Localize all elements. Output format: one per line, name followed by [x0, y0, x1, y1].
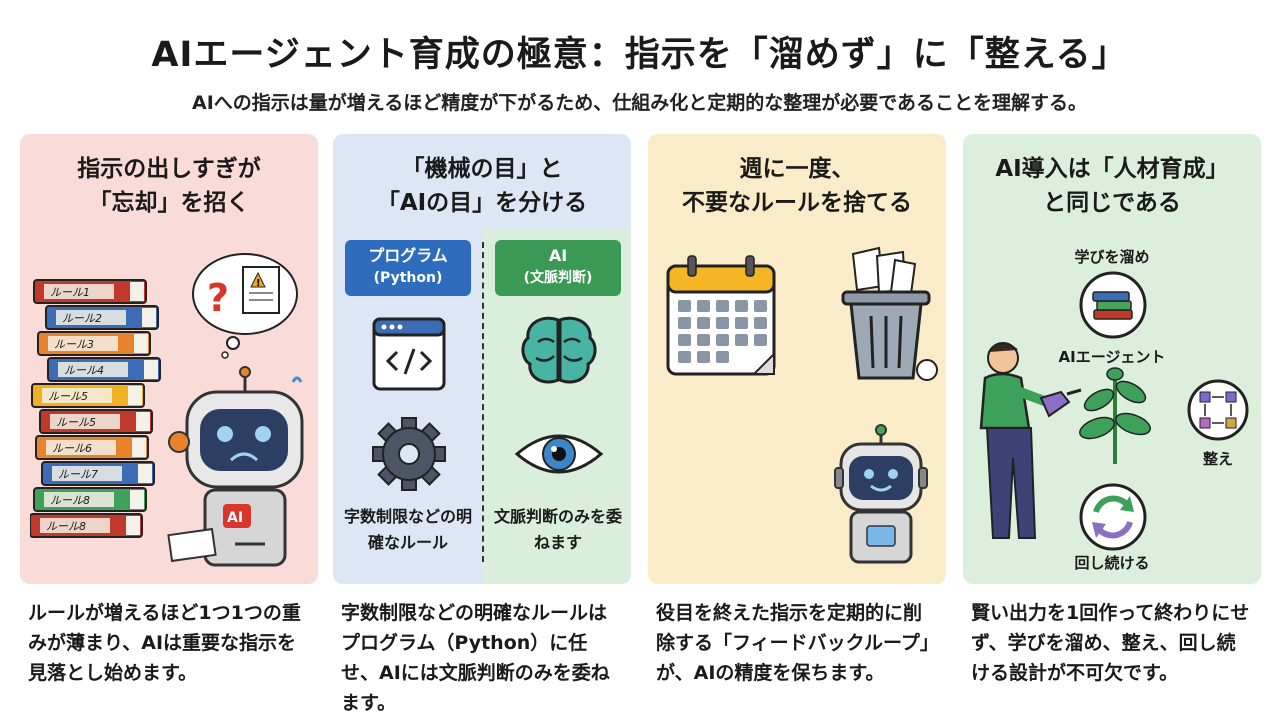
- divider: [482, 242, 484, 562]
- book-label: ルール8: [46, 520, 86, 533]
- label-ai-agent: AIエージェント: [1058, 348, 1166, 366]
- book-label: ルール6: [52, 442, 92, 455]
- description-forgetting: ルールが増えるほど1つ1つの重みが薄まり、AIは重要な指示を見落とし始めます。: [28, 602, 301, 684]
- book: ルール1: [33, 279, 147, 304]
- program-note: 字数制限などの明確なルール: [343, 507, 472, 552]
- panel-title-line1: AI導入は「人材育成」: [995, 156, 1229, 182]
- book: ルール7: [41, 461, 155, 486]
- books-circle-icon: [1079, 271, 1147, 339]
- program-tag-label: プログラム: [368, 246, 448, 265]
- trash-can-icon: [841, 246, 938, 381]
- organize-circle-icon: [1187, 379, 1249, 441]
- book-label: ルール4: [64, 364, 104, 377]
- book-label: ルール1: [50, 286, 90, 299]
- book: ルール5: [39, 409, 153, 434]
- gear-icon: [372, 417, 446, 491]
- panel-separate-eyes: 「機械の目」と 「AIの目」を分ける プログラム (Python) AI (文脈…: [333, 134, 631, 584]
- eye-icon: [514, 434, 604, 474]
- panel-discard-rules: 週に一度、 不要なルールを捨てる: [648, 134, 946, 584]
- robot-badge: AI: [227, 510, 243, 526]
- panel-title-line1: 週に一度、: [739, 156, 855, 182]
- book: ルール3: [37, 331, 151, 356]
- page-title: AIエージェント育成の極意：指示を「溜めず」に「整える」: [151, 35, 1128, 75]
- book: ルール8: [33, 487, 147, 512]
- description-talent-development: 賢い出力を1回作って終わりにせず、学びを溜め、整え、回し続ける設計が不可欠です。: [971, 602, 1250, 684]
- book-label: ルール8: [50, 494, 90, 507]
- panel-title-line1: 指示の出しすぎが: [77, 156, 261, 182]
- program-tag: プログラム (Python): [345, 240, 471, 296]
- ai-note: 文脈判断のみを委ねます: [493, 507, 622, 552]
- panel-title-line2: 「忘却」を招く: [88, 190, 250, 216]
- happy-robot-icon: [834, 424, 928, 564]
- book: ルール2: [45, 305, 159, 330]
- brain-icon: [521, 316, 597, 384]
- label-organize: 整え: [1202, 450, 1233, 468]
- svg-text:!: !: [256, 278, 261, 289]
- book: ルール4: [47, 357, 161, 382]
- book-label: ルール5: [56, 416, 96, 429]
- plant-icon: [1079, 367, 1151, 465]
- panel-title-line2: 「AIの目」を分ける: [376, 190, 588, 216]
- book-label: ルール3: [54, 338, 94, 351]
- ai-tag-sublabel: (文脈判断): [523, 270, 593, 286]
- person-watering-icon: [979, 342, 1082, 539]
- panel-title-line2: と同じである: [1043, 190, 1181, 216]
- panel-title: 週に一度、 不要なルールを捨てる: [648, 152, 946, 220]
- panel-title: AI導入は「人材育成」 と同じである: [963, 152, 1261, 220]
- cycle-icon: [1079, 483, 1147, 551]
- panel-title-line2: 不要なルールを捨てる: [682, 190, 912, 216]
- book: ルール5: [31, 383, 145, 408]
- label-keep-cycling: 回し続ける: [1074, 554, 1150, 572]
- calendar-icon: [666, 255, 776, 376]
- thought-bubble-icon: ? !: [192, 253, 298, 359]
- book-stack-icon: ルール1 ルール2 ルール3 ルール4 ルール5 ルール5 ルール6 ルール7 ルール8 ルール8: [30, 279, 161, 538]
- book-label: ルール5: [48, 390, 88, 403]
- confused-robot-icon: AI: [167, 366, 304, 567]
- ai-tag: AI (文脈判断): [495, 240, 621, 296]
- code-window-icon: [372, 317, 446, 391]
- program-tag-sublabel: (Python): [373, 270, 443, 286]
- ai-tag-label: AI: [548, 246, 568, 265]
- book: ルール8: [30, 513, 143, 538]
- panel-title: 「機械の目」と 「AIの目」を分ける: [333, 152, 631, 220]
- panel-talent-development: AI導入は「人材育成」 と同じである 学びを溜め AIエージェント 整え: [963, 134, 1261, 584]
- panel-title-line1: 「機械の目」と: [401, 156, 563, 182]
- label-accumulate: 学びを溜め: [1074, 248, 1150, 266]
- description-separate-eyes: 字数制限などの明確なルールはプログラム（Python）に任せ、AIには文脈判断の…: [341, 602, 610, 714]
- book-label: ルール7: [58, 468, 98, 481]
- book-label: ルール2: [62, 312, 102, 325]
- svg-text:?: ?: [207, 276, 229, 320]
- book: ルール6: [35, 435, 149, 460]
- panel-title: 指示の出しすぎが 「忘却」を招く: [20, 152, 318, 220]
- description-discard-rules: 役目を終えた指示を定期的に削除する「フィードバックループ」が、AIの精度を保ちま…: [656, 602, 930, 684]
- page-subtitle: AIへの指示は量が増えるほど精度が下がるため、仕組み化と定期的な整理が必要である…: [191, 92, 1088, 114]
